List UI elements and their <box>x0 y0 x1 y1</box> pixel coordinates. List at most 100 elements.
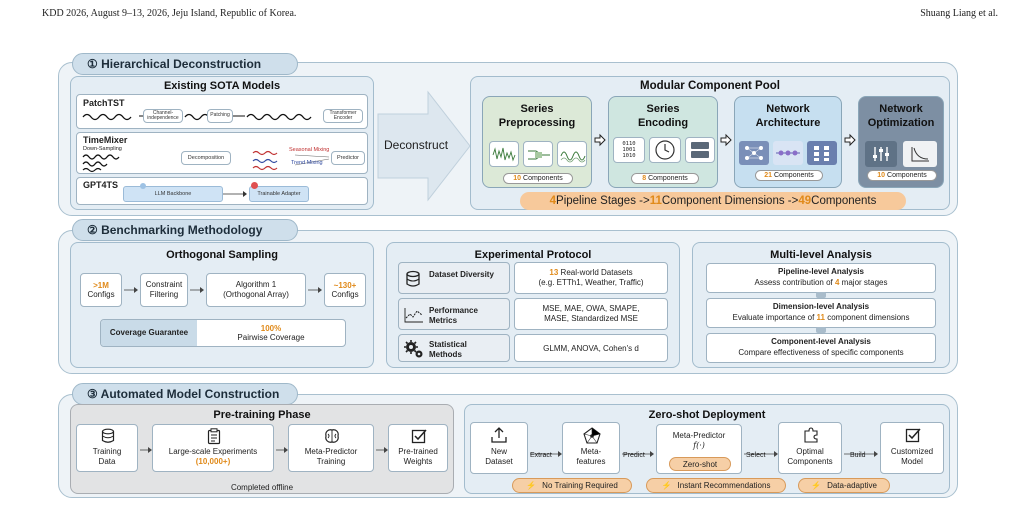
neural-network-icon <box>739 141 769 165</box>
running-header-authors: Shuang Liang et al. <box>920 8 998 19</box>
arrow-label-select: Select <box>746 452 766 459</box>
pool-summary-bar: 4 Pipeline Stages -> 11 Component Dimens… <box>520 192 906 210</box>
configs-final-box: ~130+ Configs <box>324 273 366 307</box>
timemixer-flow-icon <box>82 150 330 173</box>
waveform-icon <box>489 141 519 167</box>
step-line-2: Training <box>316 457 346 467</box>
zeroshot-step-optimal-components: Optimal Components <box>778 422 842 474</box>
step-line-2: Components <box>787 457 833 467</box>
stage-arrow-icon <box>844 133 856 147</box>
checkbox-icon <box>905 428 921 443</box>
metrics-line-1: MSE, MAE, OWA, SMAPE, <box>542 303 640 313</box>
arrow-icon <box>190 287 204 293</box>
arrow-label-extract: Extract <box>530 452 552 459</box>
stage-count-number: 8 <box>642 175 647 182</box>
stage-title: Network Architecture <box>755 103 821 129</box>
patchtst-channel-independence: Channel-independence <box>143 109 183 123</box>
analysis-level-pipeline: Pipeline-level Analysis Assess contribut… <box>706 263 936 293</box>
database-icon <box>406 270 420 287</box>
section1-title: ① Hierarchical Deconstruction <box>72 53 298 75</box>
stage-arrow-icon <box>594 133 606 147</box>
timemixer-name: TimeMixer <box>83 135 128 145</box>
protocol-label-statistics: Statistical Methods <box>398 334 510 362</box>
stage-count-number: 10 <box>877 172 886 179</box>
protocol-value-statistics: GLMM, ANOVA, Cohen's d <box>514 334 668 362</box>
loss-curve-icon <box>903 141 937 167</box>
lightning-icon: ⚡ <box>661 481 672 490</box>
analysis-level-number: 4 <box>835 278 840 287</box>
timemixer-predictor: Predictor <box>331 151 365 165</box>
benefit-text: Data-adaptive <box>827 481 877 490</box>
step-line-1: Meta-Predictor <box>304 447 358 456</box>
stage-component-count: 8 Components <box>631 173 699 184</box>
step-line-2: Model <box>901 457 923 467</box>
pretrain-step-weights: Pre-trained Weights <box>388 424 448 472</box>
component-pool-title: Modular Component Pool <box>640 80 780 92</box>
algorithm-title: Algorithm 1 <box>235 279 277 289</box>
arrow-icon <box>124 287 138 293</box>
metrics-line-2: MASE, Standardized MSE <box>544 314 638 323</box>
zero-shot-badge: Zero-shot <box>669 457 731 471</box>
patchtst-name: PatchTST <box>83 98 125 108</box>
brain-icon <box>325 429 339 443</box>
step-line-2: Dataset <box>485 457 513 467</box>
connector <box>816 327 826 333</box>
fire-icon <box>251 182 258 189</box>
arrow-label-build: Build <box>850 452 866 459</box>
benefit-data-adaptive: ⚡Data-adaptive <box>798 478 890 493</box>
arrow-icon <box>376 447 388 453</box>
stage-title: Network Optimization <box>867 103 935 129</box>
pretraining-footer: Completed offline <box>230 483 294 492</box>
timemixer-trend-mixing: Trend Mixing <box>291 160 323 166</box>
patchtst-transformer-encoder: Transformer Encoder <box>323 109 363 123</box>
step-line-1: New <box>490 447 507 456</box>
analysis-level-post: component dimensions <box>825 313 910 322</box>
benefit-text: No Training Required <box>542 481 618 490</box>
configs-initial-label: Configs <box>87 290 115 299</box>
gpt4ts-llm-backbone: LLM Backbone <box>123 186 223 202</box>
signal-icon <box>557 141 587 167</box>
benefit-text: Instant Recommendations <box>677 481 771 490</box>
configs-initial-number: >1M <box>93 281 109 290</box>
orthogonal-sampling-title: Orthogonal Sampling <box>166 249 278 261</box>
pretrain-step-meta-predictor: Meta-Predictor Training <box>288 424 374 472</box>
zeroshot-step-customized-model: Customized Model <box>880 422 944 474</box>
clock-icon <box>649 137 681 163</box>
multi-level-analysis-title: Multi-level Analysis <box>770 249 872 261</box>
protocol-label-text: Dataset Diversity <box>429 270 494 279</box>
section2-title: ② Benchmarking Methodology <box>72 219 298 241</box>
benefit-no-training: ⚡No Training Required <box>512 478 632 493</box>
analysis-level-title: Pipeline-level Analysis <box>778 267 864 277</box>
deconstruct-label: Deconstruct <box>384 138 449 152</box>
dataset-text: Real-world Datasets <box>558 267 633 277</box>
patchtst-box: PatchTST Channel-independence Patching T… <box>76 94 368 129</box>
stage-count-label: Components <box>887 172 927 179</box>
protocol-value-metrics: MSE, MAE, OWA, SMAPE, MASE, Standardized… <box>514 298 668 330</box>
coverage-label: Coverage Guarantee <box>101 320 197 346</box>
stage-title: Series Encoding <box>637 103 689 129</box>
arrow-icon <box>844 451 878 457</box>
experimental-protocol-title: Experimental Protocol <box>474 249 592 261</box>
protocol-label-text: Statistical Methods <box>429 340 467 359</box>
connector <box>816 292 826 298</box>
algorithm-subtitle: (Orthogonal Array) <box>223 290 289 299</box>
attention-icon <box>773 141 803 165</box>
stage-network-optimization: Network Optimization 10 Components <box>858 96 944 188</box>
step-line-1: Meta- <box>580 447 602 456</box>
timemixer-seasonal-mixing: Seasonal Mixing <box>289 147 330 153</box>
step-line-2: features <box>576 457 606 467</box>
step-line-1: Training <box>92 447 122 456</box>
step-line-2: f(·) <box>693 441 705 451</box>
step-line-1: Optimal <box>796 447 824 456</box>
step-line-2: Data <box>98 457 116 467</box>
layers-icon <box>807 141 837 165</box>
timemixer-decomposition: Decomposition <box>181 151 231 165</box>
running-header-venue: KDD 2026, August 9–13, 2026, Jeju Island… <box>42 8 297 19</box>
arrow-icon <box>744 451 778 457</box>
llm-icon <box>140 183 146 189</box>
summary-dimensions-count: 11 <box>649 195 662 207</box>
algorithm-box: Algorithm 1 (Orthogonal Array) <box>206 273 306 307</box>
pretraining-title: Pre-training Phase <box>213 409 311 421</box>
coverage-guarantee-box: Coverage Guarantee 100% Pairwise Coverag… <box>100 319 346 347</box>
